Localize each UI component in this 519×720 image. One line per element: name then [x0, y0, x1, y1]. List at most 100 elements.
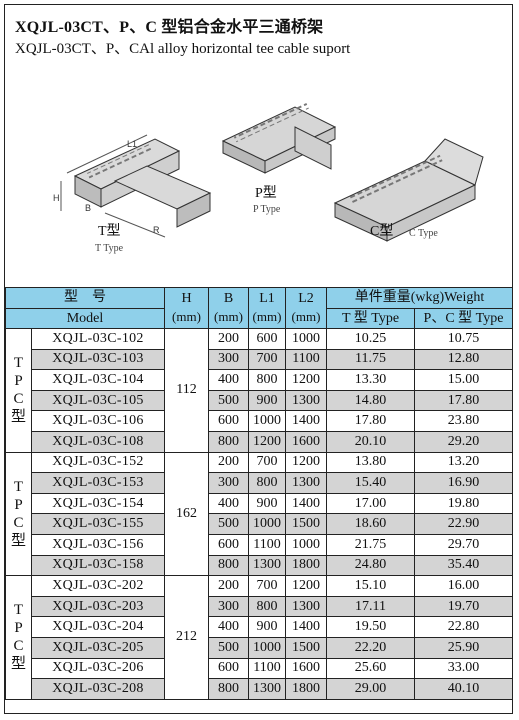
- t-weight-cell: 13.80: [326, 451, 415, 474]
- t-type-sublabel: T Type: [95, 243, 124, 254]
- pc-weight-cell: 23.80: [414, 410, 513, 432]
- t-type-header: T 型 Type: [326, 308, 415, 329]
- l1-cell: 600: [248, 328, 286, 350]
- b-cell: 400: [208, 616, 249, 638]
- l1-cell: 1000: [248, 513, 286, 535]
- b-cell: 500: [208, 389, 249, 412]
- b-cell: 800: [208, 554, 249, 577]
- pc-weight-cell: 40.10: [414, 678, 513, 700]
- c-type-label: C型: [370, 224, 394, 239]
- l2-cell: 1500: [285, 513, 327, 535]
- c-type-sublabel: C Type: [409, 228, 438, 239]
- dim-r: R: [153, 225, 160, 235]
- b-cell: 400: [208, 369, 249, 391]
- b-cell: 200: [208, 575, 249, 597]
- series-label-char: 型: [10, 532, 26, 549]
- pc-weight-cell: 16.90: [414, 472, 513, 494]
- title-english: XQJL-03CT、P、CAl alloy horizontal tee cab…: [15, 41, 351, 57]
- t-weight-cell: 10.25: [326, 328, 415, 350]
- t-weight-cell: 11.75: [326, 348, 415, 371]
- model-cell: XQJL-03C-156: [31, 533, 165, 556]
- t-weight-cell: 15.40: [326, 472, 415, 494]
- model-cell: XQJL-03C-108: [31, 430, 165, 453]
- pc-weight-cell: 33.00: [414, 657, 513, 680]
- pc-weight-cell: 10.75: [414, 328, 513, 350]
- l2-cell: 1600: [285, 657, 327, 680]
- pc-weight-cell: 19.80: [414, 492, 513, 515]
- b-cell: 200: [208, 451, 249, 474]
- l1-cell: 700: [248, 575, 286, 597]
- model-cell: XQJL-03C-153: [31, 472, 165, 494]
- l1-cell: 700: [248, 348, 286, 371]
- model-cell: XQJL-03C-203: [31, 595, 165, 618]
- l2-cell: 1000: [285, 328, 327, 350]
- pc-weight-cell: 16.00: [414, 575, 513, 597]
- l1-cell: 900: [248, 492, 286, 515]
- series-label-char: C: [13, 391, 24, 408]
- l1-cell: 1300: [248, 554, 286, 577]
- model-cell: XQJL-03C-205: [31, 636, 165, 659]
- t-weight-cell: 25.60: [326, 657, 415, 680]
- l2-cell: 1200: [285, 575, 327, 597]
- series-label-char: C: [13, 514, 24, 531]
- model-cell: XQJL-03C-154: [31, 492, 165, 515]
- pc-weight-cell: 19.70: [414, 595, 513, 618]
- p-type-label: P型: [255, 186, 277, 201]
- model-cell: XQJL-03C-104: [31, 369, 165, 391]
- h-header: H(mm): [164, 287, 209, 329]
- series-label-char: T: [13, 355, 24, 372]
- pc-weight-cell: 29.70: [414, 533, 513, 556]
- product-illustration: L1 H B R T型 T Type P型 P Ty: [5, 61, 511, 287]
- series-label-char: 型: [10, 409, 26, 426]
- l2-cell: 1800: [285, 554, 327, 577]
- t-type-drawing: [60, 134, 212, 238]
- model-header-en: Model: [5, 308, 165, 329]
- t-weight-cell: 15.10: [326, 575, 415, 597]
- model-header-cn: 型 号: [5, 287, 165, 309]
- p-type-drawing: [221, 101, 337, 174]
- b-cell: 300: [208, 595, 249, 618]
- title-chinese: XQJL-03CT、P、C 型铝合金水平三通桥架: [15, 19, 324, 36]
- t-type-label: T型: [98, 224, 121, 239]
- model-cell: XQJL-03C-105: [31, 389, 165, 412]
- l1-cell: 1100: [248, 657, 286, 680]
- model-cell: XQJL-03C-102: [31, 328, 165, 350]
- b-cell: 300: [208, 472, 249, 494]
- series-label-char: P: [14, 620, 23, 637]
- l2-cell: 1200: [285, 451, 327, 474]
- pc-weight-cell: 35.40: [414, 554, 513, 577]
- l2-cell: 1000: [285, 533, 327, 556]
- h-cell: 112: [164, 328, 209, 453]
- l2-cell: 1300: [285, 595, 327, 618]
- t-weight-cell: 21.75: [326, 533, 415, 556]
- pc-weight-cell: 15.00: [414, 369, 513, 391]
- t-weight-cell: 20.10: [326, 430, 415, 453]
- b-cell: 800: [208, 678, 249, 700]
- l1-cell: 1100: [248, 533, 286, 556]
- h-cell: 212: [164, 575, 209, 700]
- l1-cell: 900: [248, 616, 286, 638]
- l2-cell: 1400: [285, 616, 327, 638]
- l2-cell: 1300: [285, 389, 327, 412]
- l2-cell: 1300: [285, 472, 327, 494]
- pc-weight-cell: 17.80: [414, 389, 513, 412]
- model-cell: XQJL-03C-106: [31, 410, 165, 432]
- pc-weight-cell: 13.20: [414, 451, 513, 474]
- b-cell: 600: [208, 657, 249, 680]
- t-weight-cell: 19.50: [326, 616, 415, 638]
- pc-weight-cell: 29.20: [414, 430, 513, 453]
- l1-cell: 1200: [248, 430, 286, 453]
